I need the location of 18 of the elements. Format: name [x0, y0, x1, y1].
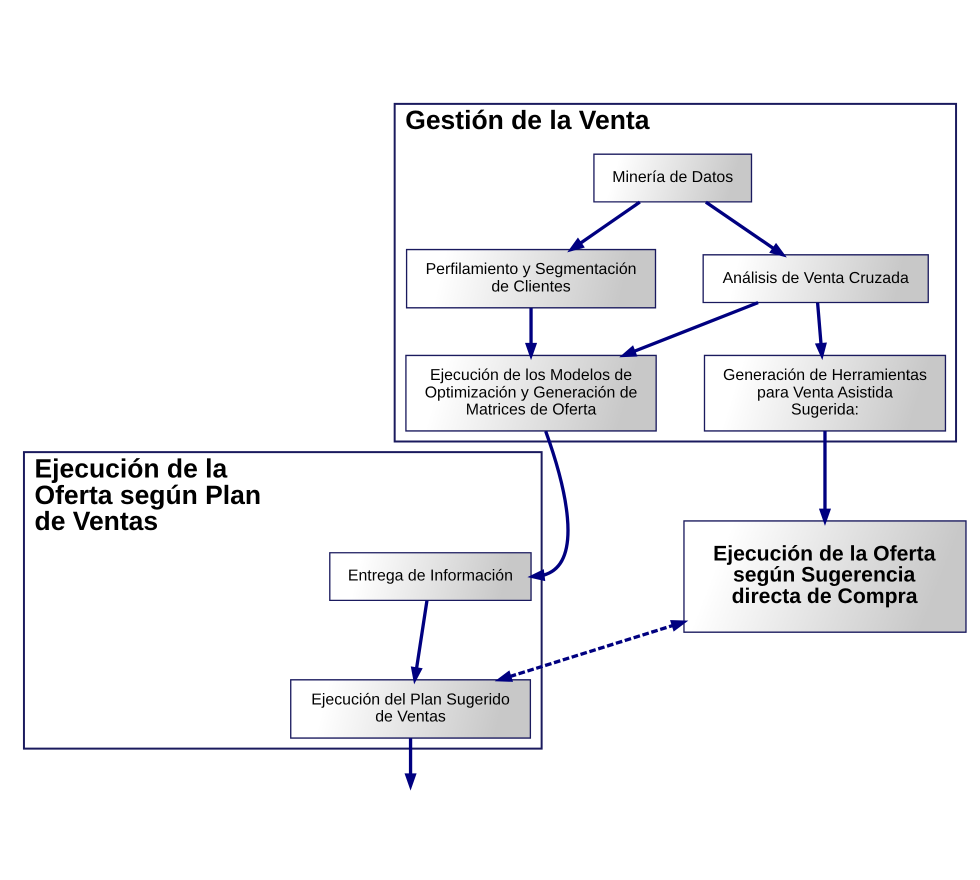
arrow	[525, 308, 538, 360]
arrow	[494, 620, 688, 682]
node-box: Ejecución de la Oferta según Sugerencia directa de Compra	[683, 520, 967, 633]
node-box: Análisis de Venta Cruzada	[702, 254, 929, 304]
node-box: Perfilamiento y Segmentación de Clientes	[406, 248, 656, 308]
arrow	[567, 200, 641, 252]
arrow	[619, 301, 759, 358]
arrow	[818, 431, 832, 526]
arrow	[704, 200, 787, 258]
node-box: Minería de Datos	[593, 154, 752, 203]
arrow	[527, 430, 570, 582]
node-box: Ejecución de los Modelos de Optimización y Generación de Matrices de Oferta	[405, 354, 657, 432]
arrow	[404, 738, 417, 791]
node-box: Generación de Herramientas para Venta Asistida Sugerida:	[704, 354, 946, 432]
node-box: Entrega de Información	[329, 552, 532, 602]
node-box: Ejecución del Plan Sugerido de Ventas	[290, 679, 532, 739]
arrow	[410, 600, 429, 684]
arrow	[814, 302, 827, 360]
